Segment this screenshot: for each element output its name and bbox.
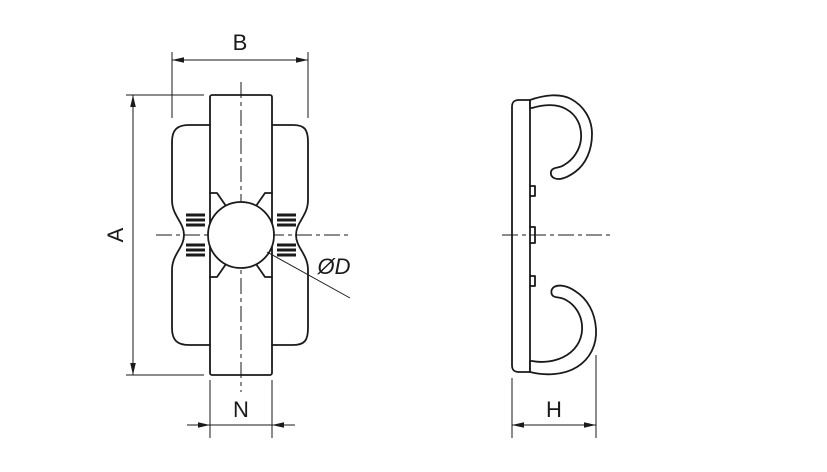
- dimension-d-callout: ØD: [266, 251, 351, 299]
- arrowhead-left: [172, 57, 184, 63]
- serrations-left: [186, 213, 205, 257]
- right-wing-outline: [271, 124, 309, 346]
- arrowhead-up: [130, 95, 136, 107]
- prong-fold-lines: [209, 192, 273, 278]
- dim-label-b: B: [233, 30, 248, 55]
- dim-label-a: A: [103, 227, 128, 242]
- arrowhead-down: [130, 363, 136, 375]
- dim-label-d: ØD: [317, 254, 351, 279]
- arrowhead-in-left: [198, 422, 210, 428]
- dimension-b: B: [171, 30, 309, 118]
- bottom-spring-hook: [529, 284, 597, 376]
- strip-notches: [529, 185, 536, 287]
- arrowhead-in-right: [272, 422, 284, 428]
- strip-left-edge: [511, 99, 531, 373]
- dim-label-h: H: [546, 397, 562, 422]
- dimension-h: H: [511, 355, 597, 438]
- top-spring-hook: [529, 94, 593, 180]
- center-hole: [207, 201, 275, 269]
- dim-label-n: N: [233, 397, 249, 422]
- arrowhead-right: [584, 422, 596, 428]
- serrations-right: [277, 213, 296, 257]
- arrowhead-left: [512, 422, 524, 428]
- front-view: B A N ØD: [103, 30, 352, 438]
- dimension-n: N: [187, 380, 295, 438]
- dimension-a: A: [103, 94, 204, 376]
- left-wing-outline: [171, 124, 211, 346]
- side-view: H: [502, 94, 614, 438]
- arrowhead-right: [296, 57, 308, 63]
